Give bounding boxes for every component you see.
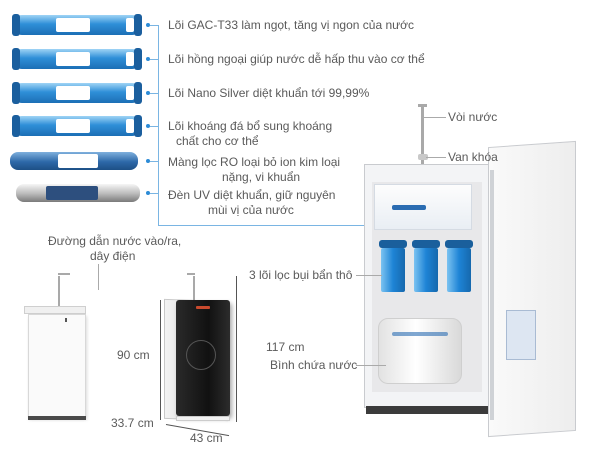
uv-label-line2: mùi vị của nước (208, 203, 294, 217)
mineral-label-line2: chất cho cơ thể (176, 134, 259, 148)
ro-label-line2: nặng, vi khuẩn (222, 170, 301, 184)
faucet-label: Vòi nước (448, 110, 498, 124)
ro-label-line1: Màng lọc RO loại bỏ ion kim loại (168, 155, 341, 169)
infrared-cartridge (12, 48, 142, 70)
ro-membrane (10, 152, 138, 170)
tank-label: Bình chứa nước (270, 358, 358, 372)
nano-label: Lõi Nano Silver diệt khuẩn tới 99,99% (168, 86, 370, 100)
black-height-dim (236, 276, 237, 422)
infrared-label: Lõi hồng ngoại giúp nước dễ hấp thu vào … (168, 52, 425, 66)
mineral-label-line1: Lõi khoáng đá bổ sung khoáng (168, 119, 333, 133)
nano-silver-cartridge (12, 82, 142, 104)
pipes-label-line2: dây điện (90, 249, 136, 263)
depth-label: 33.7 cm (111, 416, 154, 430)
black-height-label: 117 cm (266, 340, 305, 354)
gac-cartridge (12, 14, 142, 36)
pipes-label-line1: Đường dẫn nước vào/ra, (48, 234, 182, 248)
gac-label: Lõi GAC-T33 làm ngọt, tăng vị ngon của n… (168, 18, 415, 32)
width-label: 43 cm (190, 431, 223, 445)
small-height-label: 90 cm (117, 348, 150, 362)
small-height-dim (160, 300, 161, 420)
uv-label-line1: Đèn UV diệt khuẩn, giữ nguyên (168, 188, 336, 202)
mineral-cartridge (12, 115, 142, 137)
uv-lamp (16, 184, 140, 202)
storage-tank (378, 318, 462, 384)
valve-label: Van khóa (448, 150, 498, 164)
prefilters-label: 3 lõi lọc bụi bẩn thô (249, 268, 353, 282)
